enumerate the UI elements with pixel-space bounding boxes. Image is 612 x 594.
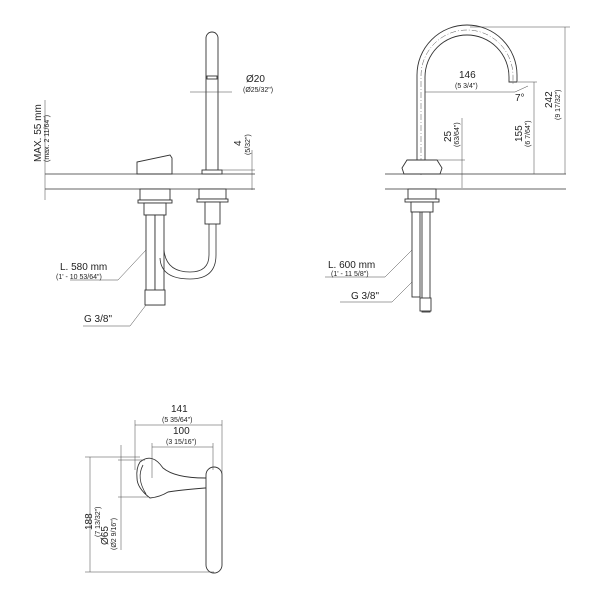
spout-centerline bbox=[420, 29, 514, 175]
length-inch-label: (7 13/32") bbox=[95, 506, 102, 537]
gap-label: 4 bbox=[233, 140, 244, 146]
thread-label: G 3/8" bbox=[84, 314, 112, 325]
hose-length-label: L. 600 mm bbox=[328, 260, 375, 271]
spout-tube bbox=[205, 31, 219, 175]
spout-body bbox=[407, 188, 437, 200]
valve-thread bbox=[143, 202, 167, 216]
center-distance-inch-label: (3 15/16") bbox=[166, 439, 197, 446]
width-label: 141 bbox=[171, 404, 188, 415]
rosette-diameter-label: Ø65 bbox=[100, 526, 111, 545]
thread-leader bbox=[340, 281, 413, 303]
base-height-inch-label: (63/64") bbox=[454, 122, 461, 147]
length-label: 188 bbox=[84, 513, 95, 530]
rosette-arc bbox=[139, 464, 147, 495]
right-side-view: 146 (5 3/4") 7° 242 (9 17/32") 155 (6 7/… bbox=[325, 24, 570, 313]
lever-handle bbox=[136, 154, 173, 175]
total-height-label: 242 bbox=[544, 91, 555, 108]
gooseneck-spout bbox=[416, 24, 518, 164]
reach-label: 146 bbox=[459, 70, 476, 81]
spout-base-rosette bbox=[401, 159, 443, 175]
spout-top bbox=[205, 466, 223, 574]
hose-length-inch-label: (1' - 11 5/8") bbox=[331, 271, 369, 278]
hose-2 bbox=[421, 211, 431, 313]
total-height-inch-label: (9 17/32") bbox=[555, 89, 562, 120]
hose-fitting bbox=[144, 289, 166, 306]
plan-view: 141 (5 35/64") 100 (3 15/16") 188 (7 13/… bbox=[84, 404, 223, 574]
spout-diameter-inch-label: (Ø25/32") bbox=[243, 87, 273, 94]
hose-1 bbox=[411, 211, 421, 298]
hose-u-inner bbox=[159, 224, 217, 280]
angle-label: 7° bbox=[515, 93, 525, 104]
hose-length-label: L. 580 mm bbox=[60, 262, 107, 273]
angle-line bbox=[514, 85, 529, 93]
reach-inch-label: (5 3/4") bbox=[455, 83, 478, 90]
hose-leader bbox=[70, 249, 147, 281]
valve-body bbox=[139, 188, 171, 201]
gap-inch-label: (5/32") bbox=[245, 134, 252, 155]
max-depth-inch-label: (max. 2 11/64") bbox=[44, 115, 51, 162]
left-side-view: MAX. 55 mm (max. 2 11/64") Ø20 (Ø25/32")… bbox=[33, 31, 273, 327]
rosette-diameter-inch-label: (Ø2 9/16") bbox=[111, 518, 118, 550]
spout-diameter-label: Ø20 bbox=[246, 74, 265, 85]
outlet-height-label: 155 bbox=[514, 125, 525, 142]
outlet-height-inch-label: (6 7/64") bbox=[525, 120, 532, 147]
hose-u-outer bbox=[163, 224, 210, 273]
hose-length-inch-label: (1' - 10 53/64") bbox=[56, 274, 102, 281]
spout-body bbox=[198, 188, 227, 200]
thread-leader bbox=[83, 304, 147, 327]
lever-handle-top bbox=[136, 457, 221, 499]
spout-ring bbox=[206, 75, 218, 80]
spout-connector bbox=[204, 201, 221, 225]
hose-fitting bbox=[419, 297, 432, 312]
base-height-label: 25 bbox=[443, 130, 454, 142]
max-depth-label: MAX. 55 mm bbox=[33, 104, 44, 162]
spout-base bbox=[201, 169, 223, 175]
hose-leader bbox=[325, 249, 413, 278]
spout-thread bbox=[410, 201, 434, 213]
center-distance-label: 100 bbox=[173, 426, 190, 437]
width-inch-label: (5 35/64") bbox=[162, 417, 193, 424]
thread-label: G 3/8" bbox=[351, 291, 379, 302]
